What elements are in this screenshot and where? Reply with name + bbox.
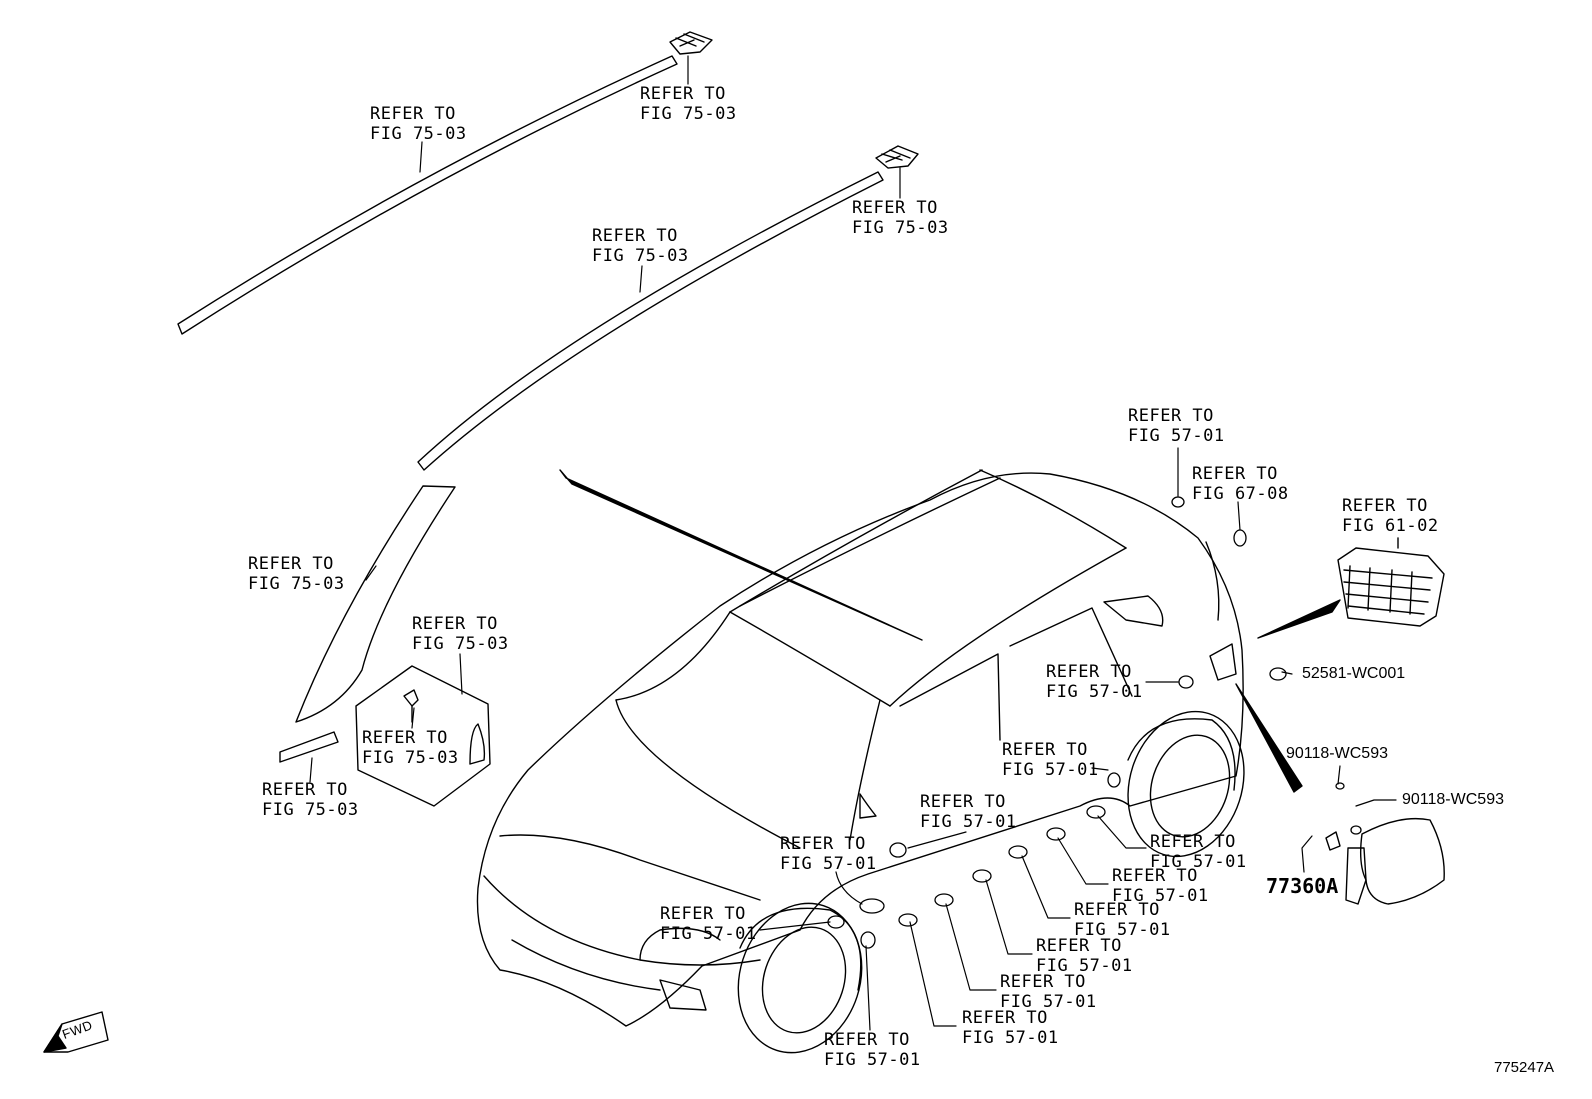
callout-hexagon-detail: REFER TO FIG 75-03 bbox=[412, 614, 509, 654]
part-90118-b: 90118-WC593 bbox=[1402, 791, 1504, 808]
callout-roof-molding-2: REFER TO FIG 75-03 bbox=[592, 226, 689, 266]
callout-rocker-clip-3: REFER TO FIG 57-01 bbox=[1074, 900, 1171, 940]
part-90118-a: 90118-WC593 bbox=[1286, 745, 1388, 762]
callout-rear-door-clip: REFER TO FIG 57-01 bbox=[1046, 662, 1143, 702]
part-77360a: 77360A bbox=[1266, 874, 1339, 898]
callout-wheel-arch-clip: REFER TO FIG 57-01 bbox=[1002, 740, 1099, 780]
fwd-arrow-icon bbox=[43, 1011, 109, 1053]
callout-rocker-clip-2: REFER TO FIG 57-01 bbox=[1112, 866, 1209, 906]
callout-roof-clip-2: REFER TO FIG 75-03 bbox=[852, 198, 949, 238]
leader-lines bbox=[309, 55, 1397, 1031]
callout-rocker-clip-7: REFER TO FIG 57-01 bbox=[824, 1030, 921, 1070]
callout-pillar-lower: REFER TO FIG 75-03 bbox=[262, 780, 359, 820]
callout-rear-clip-top: REFER TO FIG 57-01 bbox=[1128, 406, 1225, 446]
roof-molding-right bbox=[417, 171, 884, 471]
car-body bbox=[476, 469, 1245, 1054]
detail-hexagon bbox=[355, 665, 491, 807]
callout-front-clip: REFER TO FIG 57-01 bbox=[780, 834, 877, 874]
callout-rocker-clip-4: REFER TO FIG 57-01 bbox=[1036, 936, 1133, 976]
lamp-bracket bbox=[1337, 537, 1445, 627]
callout-pillar-garnish: REFER TO FIG 75-03 bbox=[248, 554, 345, 594]
part-52581: 52581-WC001 bbox=[1302, 665, 1406, 682]
roof-molding-left bbox=[177, 55, 678, 335]
roof-molding-clip-2 bbox=[875, 145, 919, 169]
callout-rear-plug: REFER TO FIG 67-08 bbox=[1192, 464, 1289, 504]
callout-roof-clip-1: REFER TO FIG 75-03 bbox=[640, 84, 737, 124]
fuel-lid bbox=[1325, 817, 1445, 905]
body-clips bbox=[827, 496, 1362, 949]
roof-molding-clip-1 bbox=[669, 31, 713, 55]
callout-rocker-clip-6: REFER TO FIG 57-01 bbox=[962, 1008, 1059, 1048]
callout-fender-clip: REFER TO FIG 57-01 bbox=[660, 904, 757, 944]
callout-roof-molding-1: REFER TO FIG 75-03 bbox=[370, 104, 467, 144]
illustration-id: 775247A bbox=[1494, 1059, 1555, 1076]
pointer-wedges bbox=[559, 469, 1341, 793]
callout-door-clip: REFER TO FIG 57-01 bbox=[920, 792, 1017, 832]
callout-hexagon-inner: REFER TO FIG 75-03 bbox=[362, 728, 459, 768]
callout-rocker-clip-1: REFER TO FIG 57-01 bbox=[1150, 832, 1247, 872]
callout-rocker-clip-5: REFER TO FIG 57-01 bbox=[1000, 972, 1097, 1012]
front-pillar-garnish bbox=[279, 485, 456, 763]
callout-lamp: REFER TO FIG 61-02 bbox=[1342, 496, 1439, 536]
